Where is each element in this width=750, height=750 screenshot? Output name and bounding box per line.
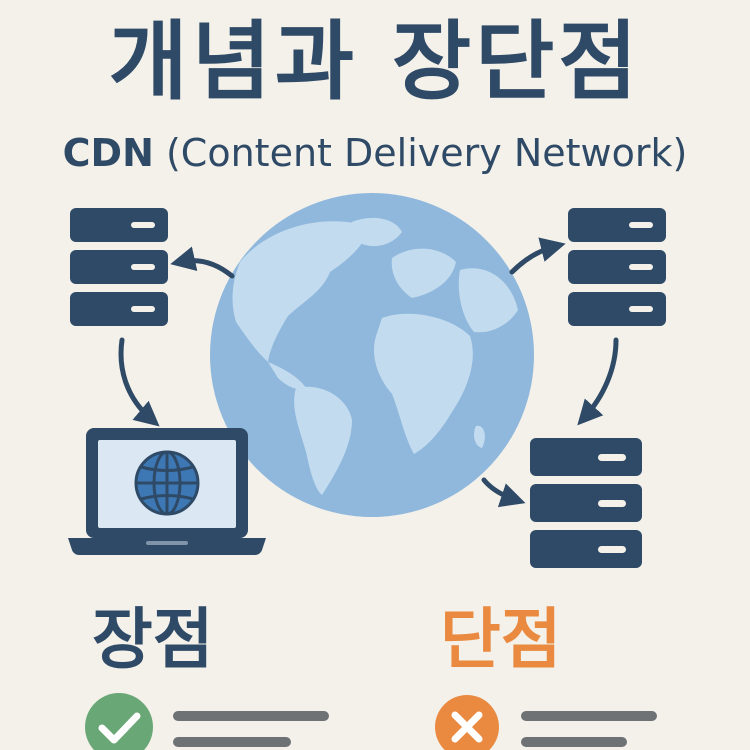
- origin-server-icon: [70, 208, 168, 326]
- arrow-globe-to-right-server: [509, 237, 566, 275]
- subtitle-abbreviation: CDN: [62, 131, 154, 175]
- globe-icon: [210, 193, 534, 517]
- edge-server-icon: [568, 208, 666, 326]
- cons-list-item: [435, 695, 657, 750]
- pros-text-placeholder-1: [173, 711, 329, 721]
- arrow-server-to-laptop: [118, 337, 160, 427]
- pros-text-placeholder-2: [173, 737, 291, 747]
- arrow-right-server-down: [577, 337, 619, 426]
- cons-text-placeholder-2: [521, 737, 627, 747]
- laptop-icon: [68, 428, 266, 555]
- check-icon: [85, 693, 153, 750]
- page-subtitle: CDN (Content Delivery Network): [0, 128, 750, 178]
- pros-list-item: [85, 693, 329, 750]
- arrow-globe-to-bottom-server: [481, 477, 526, 508]
- subtitle-expansion: (Content Delivery Network): [165, 131, 688, 175]
- arrow-globe-to-left-server: [170, 246, 235, 279]
- check-mark: [98, 712, 141, 744]
- page-title: 개념과 장단점: [108, 12, 642, 112]
- cons-text-placeholder-1: [521, 711, 657, 721]
- pros-title: 장점: [92, 601, 214, 678]
- screen-globe-icon: [134, 450, 200, 516]
- x-mark: [451, 711, 483, 743]
- cons-title: 단점: [440, 601, 562, 678]
- edge-server-bottom-icon: [530, 438, 642, 568]
